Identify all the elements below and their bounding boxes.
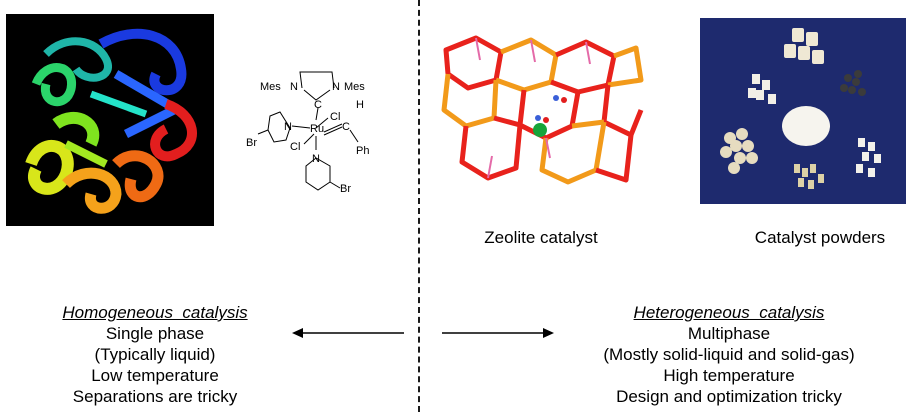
structure-label-h: H (356, 99, 364, 111)
homogeneous-title: Homogeneous catalysis (62, 303, 248, 322)
homogeneous-line: Single phase (105, 324, 205, 343)
section-divider (418, 0, 420, 412)
protein-structure-image (6, 14, 214, 226)
homogeneous-line: Separations are tricky (72, 387, 238, 406)
structure-label-n-right: N (332, 81, 340, 93)
homogeneous-catalysis-block: Homogeneous catalysis Single phase (Typi… (10, 302, 300, 407)
structure-label-br-bottom: Br (340, 183, 351, 195)
zeolite-structure-image (436, 30, 646, 190)
ruthenium-catalyst-structure: Mes N N Mes C Cl H N Ru C Cl Ph Br N Br (232, 50, 392, 200)
structure-label-n-left: N (290, 81, 298, 93)
structure-label-n-pyridine-bottom: N (312, 153, 320, 165)
heterogeneous-line: High temperature (663, 366, 795, 385)
catalyst-powders-image (700, 18, 906, 204)
zeolite-caption: Zeolite catalyst (484, 228, 598, 247)
heterogeneous-line: Multiphase (687, 324, 771, 343)
structure-label-mes-right: Mes (344, 81, 365, 93)
heterogeneous-line: Design and optimization tricky (616, 387, 842, 406)
structure-label-br-left: Br (246, 137, 257, 149)
heterogeneous-catalysis-block: Heterogeneous catalysis Multiphase (Most… (548, 302, 910, 407)
homogeneous-line: Low temperature (91, 366, 219, 385)
structure-label-ph: Ph (356, 145, 369, 157)
structure-label-cl-top: Cl (330, 111, 340, 123)
left-arrow (292, 326, 404, 340)
homogeneous-line: (Typically liquid) (94, 345, 216, 364)
structure-label-cl-bottom: Cl (290, 141, 300, 153)
structure-label-ru: Ru (310, 123, 324, 135)
structure-label-alkylidene-c: C (342, 121, 350, 133)
heterogeneous-title: Heterogeneous catalysis (633, 303, 825, 322)
structure-label-mes-left: Mes (260, 81, 281, 93)
right-arrow (442, 326, 554, 340)
structure-label-carbene-c: C (314, 99, 322, 111)
powders-caption: Catalyst powders (754, 228, 886, 247)
heterogeneous-line: (Mostly solid-liquid and solid-gas) (603, 345, 855, 364)
structure-label-n-pyridine-left: N (284, 121, 292, 133)
